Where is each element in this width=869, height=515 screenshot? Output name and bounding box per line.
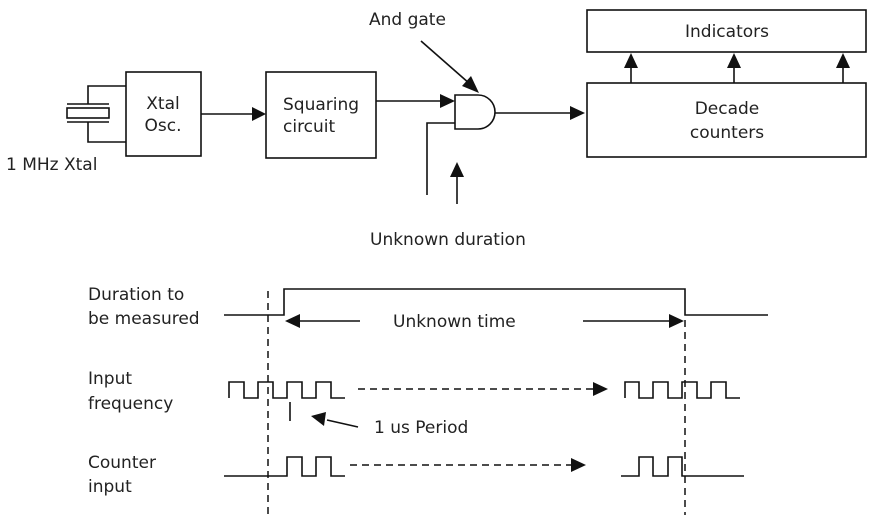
duration-label-line1: Duration to <box>88 285 184 305</box>
indicators-block <box>586 9 867 53</box>
and-gate-label: And gate <box>369 10 446 30</box>
xtal-osc-label-line2: Osc. <box>145 116 182 136</box>
xtal-osc-block <box>125 71 202 157</box>
counter-to-indicator-arrows <box>624 53 850 83</box>
counter-input-waveform-end <box>621 456 744 477</box>
gate-to-counter-arrowhead <box>570 106 585 120</box>
squaring-circuit-block <box>265 71 377 159</box>
and-gate-pointer-line <box>420 40 471 85</box>
decade-counters-label-line2: counters <box>690 123 764 143</box>
indicators-label: Indicators <box>685 22 769 42</box>
duration-input-line <box>426 122 455 195</box>
unknown-time-right-arrowhead <box>669 314 684 328</box>
counter-input-label-line1: Counter <box>88 453 156 473</box>
counter-input-label-line2: input <box>88 477 132 497</box>
duration-waveform <box>224 288 768 316</box>
period-label: 1 us Period <box>374 418 468 438</box>
xtal-label: 1 MHz Xtal <box>6 155 97 175</box>
period-pointer-arrowhead <box>311 412 326 426</box>
and-gate-symbol <box>454 94 496 130</box>
and-gate-pointer-arrowhead <box>462 76 479 93</box>
unknown-duration-label: Unknown duration <box>370 230 526 250</box>
xtal-osc-label-line1: Xtal <box>146 94 179 114</box>
period-pointer-line <box>326 419 359 428</box>
counter-input-arrowhead <box>571 458 586 472</box>
counter-input-waveform-start <box>224 456 345 477</box>
decade-counters-block <box>586 82 867 158</box>
input-frequency-arrowhead <box>593 382 608 396</box>
crystal-symbol <box>66 85 126 143</box>
duration-label-line2: be measured <box>88 309 200 329</box>
squaring-label-line2: circuit <box>283 117 336 137</box>
duration-up-arrowhead <box>450 162 464 177</box>
unknown-time-label: Unknown time <box>393 312 516 332</box>
input-frequency-waveform-start <box>228 381 345 399</box>
input-frequency-label-line1: Input <box>88 369 132 389</box>
squaring-label-line1: Squaring <box>283 95 359 115</box>
squaring-to-gate-arrowhead <box>440 94 455 108</box>
input-frequency-waveform-end <box>624 381 740 399</box>
input-frequency-label-line2: frequency <box>88 394 173 414</box>
decade-counters-label-line1: Decade <box>695 99 760 119</box>
unknown-time-left-arrowhead <box>285 314 300 328</box>
osc-to-squaring-arrowhead <box>252 107 266 121</box>
